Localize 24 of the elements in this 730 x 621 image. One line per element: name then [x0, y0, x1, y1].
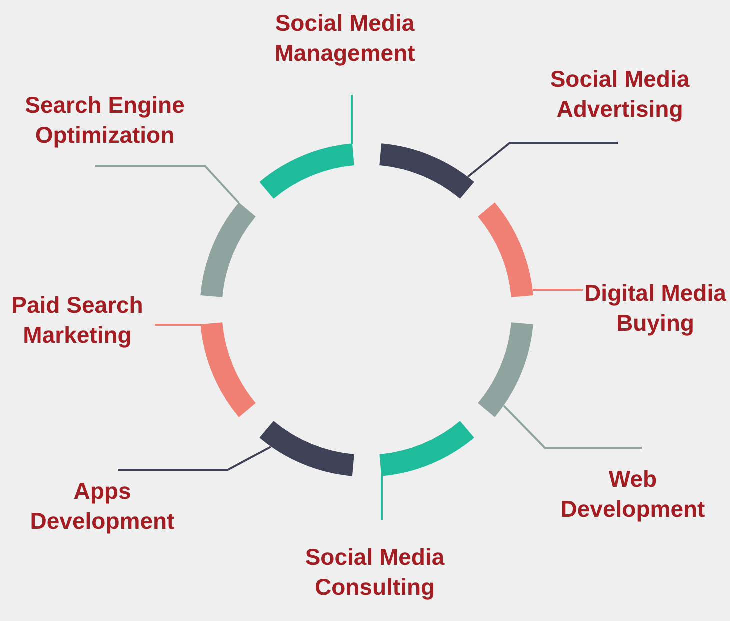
- service-label: Web Development: [560, 465, 706, 524]
- service-label: Apps Development: [29, 477, 176, 536]
- service-label: Paid Search Marketing: [10, 291, 144, 350]
- ring-segment: [478, 203, 534, 298]
- service-label: Search Engine Optimization: [24, 91, 186, 150]
- ring-segment: [378, 420, 474, 476]
- leader-line: [155, 324, 201, 326]
- service-label: Social Media Management: [274, 9, 416, 68]
- leader-line: [467, 142, 618, 178]
- ring-segment: [260, 144, 356, 200]
- leader-line: [95, 165, 240, 204]
- leader-line: [351, 95, 353, 144]
- service-label: Digital Media Buying: [584, 279, 728, 338]
- service-label: Social Media Advertising: [549, 65, 691, 124]
- ring-segment: [200, 203, 256, 298]
- leader-line: [118, 446, 272, 471]
- ring-segment: [260, 420, 356, 476]
- ring-segment: [378, 144, 474, 200]
- leader-line: [503, 405, 642, 449]
- service-label: Social Media Consulting: [304, 543, 446, 602]
- ring-segment: [200, 322, 256, 417]
- leader-line: [533, 289, 583, 291]
- leader-line: [381, 476, 383, 520]
- ring-segment: [478, 322, 534, 417]
